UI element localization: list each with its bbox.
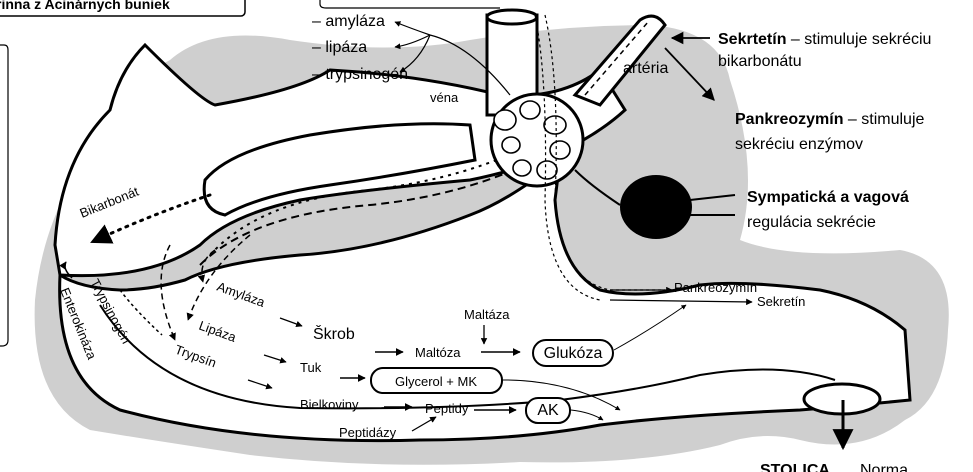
pankreozymin-note: Pankreozymín – stimuluje <box>735 111 925 128</box>
vena-label: véna <box>430 90 459 105</box>
skrob-label: Škrob <box>313 324 355 343</box>
acinar-cell <box>502 137 520 153</box>
stool-label: STOLICA <box>760 462 830 472</box>
norma-label: Norma <box>860 462 908 472</box>
acinar-cell <box>520 101 540 119</box>
acinar-cell <box>513 160 531 176</box>
pankreozymin-desc: – stimuluje <box>843 111 924 128</box>
nerve-ganglion <box>620 175 692 239</box>
enzyme-trypsinogen: – trypsinogén <box>312 66 408 83</box>
sekretin-note-line2: bikarbonátu <box>718 53 802 70</box>
maltaza-label: Maltáza <box>464 307 510 322</box>
enzyme-lipaza: – lipáza <box>312 39 367 56</box>
pankreozymin-intestine: Pankreozymín <box>674 280 757 295</box>
regulation-title: Sympatická a vagová <box>747 189 909 206</box>
top-box-fragment <box>320 0 500 8</box>
tuk-label: Tuk <box>300 360 322 375</box>
pankreozymin-note-line2: sekréciu enzýmov <box>735 136 863 153</box>
sekretin-name: Sekrtetín <box>718 31 786 48</box>
glukoza-label: Glukóza <box>544 345 603 362</box>
peptidy-label: Peptidy <box>425 401 469 416</box>
pankreozymin-name: Pankreozymín <box>735 111 843 128</box>
sekretin-desc: – stimuluje sekréciu <box>786 31 931 48</box>
arteria-label: artéria <box>623 60 668 77</box>
glycerol-label: Glycerol + MK <box>395 374 477 389</box>
maltoza-label: Maltóza <box>415 345 461 360</box>
acinar-cell <box>537 161 557 179</box>
ak-label: AK <box>537 402 559 419</box>
bielkoviny-label: Bielkoviny <box>300 397 359 412</box>
peptidazy-label: Peptidázy <box>339 425 397 440</box>
acinar-cell <box>550 141 570 159</box>
vessel-tube-top <box>487 10 537 24</box>
sekretin-note: Sekrtetín – stimuluje sekréciu <box>718 31 931 48</box>
regulation-desc: regulácia sekrécie <box>747 214 876 231</box>
sekretin-intestine: Sekretín <box>757 294 805 309</box>
left-side-panel <box>0 45 8 346</box>
enzyme-amylaza: – amyláza <box>312 13 385 30</box>
acinar-cell <box>544 116 566 134</box>
acinar-cell <box>494 110 516 130</box>
header-box-text: rinna z Acinárnych buniek <box>0 0 170 12</box>
